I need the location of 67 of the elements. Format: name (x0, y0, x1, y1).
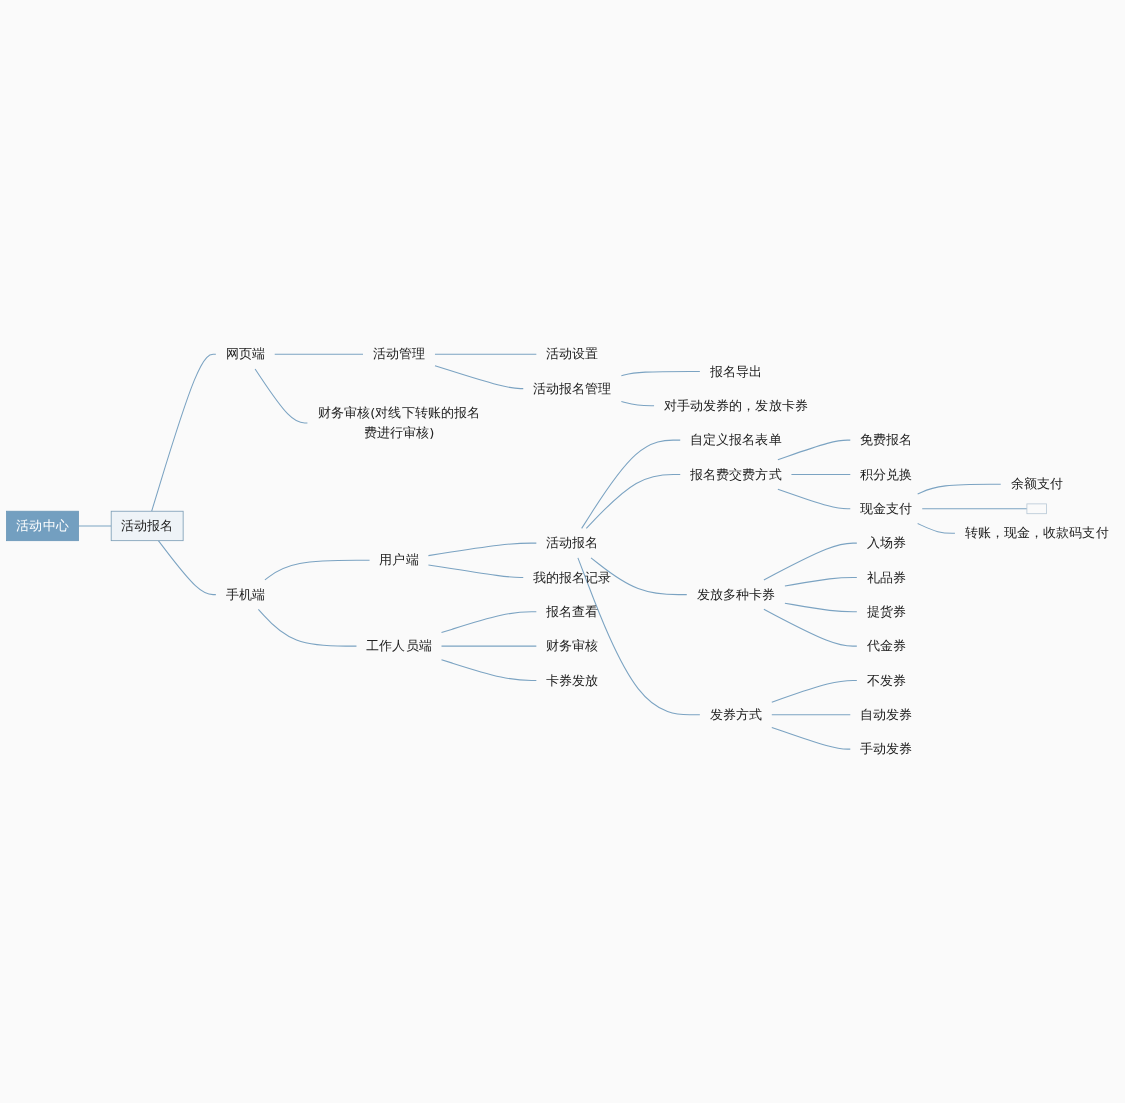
node-text: 入场券 (866, 534, 906, 551)
connector (921, 508, 1028, 510)
connector (620, 370, 701, 377)
node-box: 活动中心 (6, 510, 79, 541)
node-box (1026, 503, 1047, 514)
node-text: 转账，现金，收款码支付 (964, 524, 1109, 541)
node-text: 活动设置 (546, 345, 599, 362)
node-text: 网页端 (225, 345, 265, 362)
connector (763, 608, 858, 647)
connector (581, 439, 681, 529)
node-text: 活动报名管理 (533, 380, 612, 396)
node-text: 用户端 (379, 551, 419, 568)
connector (620, 400, 655, 407)
connector (440, 645, 537, 647)
node-text: 工作人员端 (366, 637, 432, 654)
node-text: 报名查看 (546, 603, 599, 619)
node-text: 发放多种卡券 (696, 586, 776, 602)
connector (763, 542, 858, 581)
node-text: 自动发券 (860, 706, 913, 722)
node-text: 自定义报名表单 (690, 431, 782, 448)
connector (917, 483, 1002, 495)
node-text: 卡券发放 (546, 672, 599, 688)
connector (434, 364, 524, 389)
connector (157, 539, 217, 595)
node-text: 代金券 (866, 637, 906, 654)
connector (590, 557, 688, 595)
connector (585, 473, 681, 529)
node-text: 不发券 (866, 672, 906, 688)
connector (427, 542, 537, 556)
node-text: 积分兑换 (860, 466, 913, 482)
connector (577, 557, 701, 716)
node-text: 活动报名 (546, 534, 599, 551)
connector (784, 602, 858, 613)
connector (264, 559, 371, 581)
connector (771, 726, 851, 750)
node-text: 手动发券 (860, 740, 913, 757)
node-text: 手机端 (225, 586, 265, 602)
node-text: 财务审核 (546, 637, 599, 654)
connector (427, 564, 524, 578)
node-text: 对手动发券的，发放卡券 (663, 397, 808, 413)
connector (434, 353, 537, 355)
connector (771, 679, 858, 703)
connector (771, 714, 851, 716)
node-text: 余额支付 (1010, 475, 1063, 492)
connector (917, 522, 956, 534)
connector (257, 608, 357, 647)
connector (274, 353, 364, 355)
node-text: 礼品券 (866, 569, 906, 585)
connector (77, 525, 112, 527)
node-box: 活动报名 (110, 510, 184, 541)
node-text: 财务审核(对线下转账的报名费进行审核) (317, 404, 481, 440)
node-text: 报名导出 (709, 363, 762, 379)
connector (151, 353, 217, 512)
connector (440, 658, 537, 681)
connector (777, 488, 851, 510)
connector (440, 611, 537, 633)
node-text: 提货券 (866, 603, 906, 619)
node-text: 免费报名 (860, 431, 913, 448)
connector (784, 576, 858, 587)
node-text: 发券方式 (709, 706, 762, 722)
node-text: 报名费交费方式 (690, 466, 782, 482)
node-text: 活动管理 (372, 345, 426, 362)
node-text: 现金支付 (860, 500, 913, 516)
connector (790, 473, 851, 475)
node-text: 我的报名记录 (533, 569, 612, 585)
connector (777, 439, 851, 461)
connector (254, 368, 308, 424)
